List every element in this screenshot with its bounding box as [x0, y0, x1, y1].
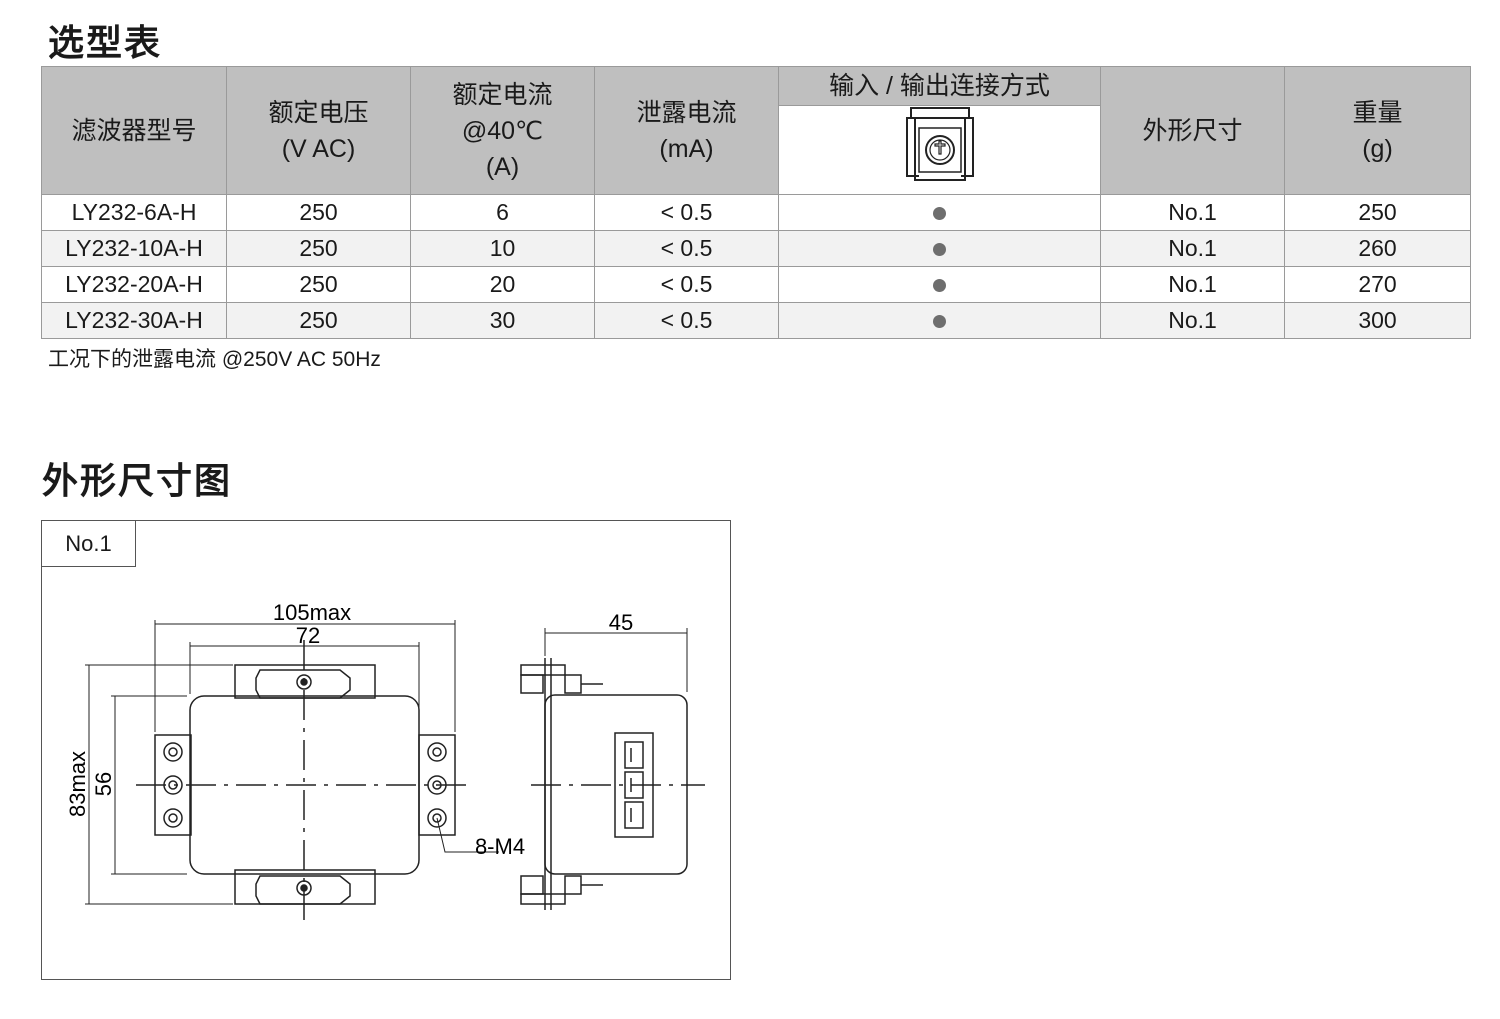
dimension-title: 外形尺寸图: [42, 461, 233, 502]
screw-terminal-icon: [905, 107, 974, 181]
header-leakage: 泄露电流(mA): [594, 66, 779, 195]
cell-connection: [778, 230, 1101, 267]
cell-voltage: 250: [226, 302, 411, 339]
cell-weight: 270: [1284, 266, 1471, 303]
cell-weight: 300: [1284, 302, 1471, 339]
table-row: LY232-30A-H 250 30 < 0.5 No.1 300: [41, 302, 1471, 339]
label-depth: 45: [609, 610, 633, 635]
header-voltage: 额定电压(V AC): [226, 66, 411, 195]
label-mounting-height: 56: [91, 772, 116, 796]
header-connection: 输入 / 输出连接方式: [778, 66, 1101, 106]
dot-icon: [933, 315, 946, 329]
label-mounting-width: 72: [296, 623, 320, 648]
header-weight: 重量(g): [1284, 66, 1471, 195]
cell-dimension: No.1: [1100, 266, 1285, 303]
table-row: LY232-6A-H 250 6 < 0.5 No.1 250: [41, 194, 1471, 231]
selection-table: 滤波器型号 额定电压(V AC) 额定电流@40℃(A) 泄露电流(mA) 输入…: [41, 66, 1471, 339]
leakage-note: 工况下的泄露电流 @250V AC 50Hz: [48, 348, 381, 371]
side-view: [520, 628, 705, 910]
cell-model: LY232-30A-H: [41, 302, 227, 339]
dot-icon: [933, 279, 946, 293]
label-overall-height: 83max: [65, 751, 90, 817]
cell-voltage: 250: [226, 230, 411, 267]
cell-model: LY232-10A-H: [41, 230, 227, 267]
cell-leakage: < 0.5: [594, 302, 779, 339]
header-model: 滤波器型号: [41, 66, 227, 195]
table-row: LY232-20A-H 250 20 < 0.5 No.1 270: [41, 266, 1471, 303]
cell-leakage: < 0.5: [594, 266, 779, 303]
drawing-tag: No.1: [42, 521, 136, 567]
header-current: 额定电流@40℃(A): [410, 66, 595, 195]
section-title: 选型表: [48, 23, 163, 64]
label-screws: 8-M4: [475, 834, 525, 859]
connection-icon-cell: [778, 105, 1101, 195]
cell-weight: 260: [1284, 230, 1471, 267]
cell-voltage: 250: [226, 266, 411, 303]
cell-connection: [778, 194, 1101, 231]
dimension-drawing: 105max 72 45 8-M4 83max 56: [65, 600, 705, 920]
cell-dimension: No.1: [1100, 302, 1285, 339]
cell-model: LY232-6A-H: [41, 194, 227, 231]
cell-leakage: < 0.5: [594, 194, 779, 231]
cell-current: 6: [410, 194, 595, 231]
cell-connection: [778, 302, 1101, 339]
cell-current: 20: [410, 266, 595, 303]
front-view: [85, 620, 499, 920]
cell-connection: [778, 266, 1101, 303]
cell-dimension: No.1: [1100, 230, 1285, 267]
cell-weight: 250: [1284, 194, 1471, 231]
label-overall-width: 105max: [273, 600, 351, 625]
dot-icon: [933, 207, 946, 221]
cell-model: LY232-20A-H: [41, 266, 227, 303]
header-dimension: 外形尺寸: [1100, 66, 1285, 195]
dimension-drawing-frame: No.1: [41, 520, 731, 980]
dot-icon: [933, 243, 946, 257]
cell-dimension: No.1: [1100, 194, 1285, 231]
cell-current: 10: [410, 230, 595, 267]
cell-voltage: 250: [226, 194, 411, 231]
cell-current: 30: [410, 302, 595, 339]
cell-leakage: < 0.5: [594, 230, 779, 267]
table-row: LY232-10A-H 250 10 < 0.5 No.1 260: [41, 230, 1471, 267]
